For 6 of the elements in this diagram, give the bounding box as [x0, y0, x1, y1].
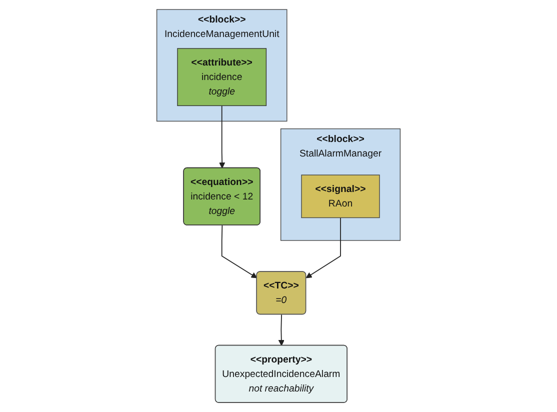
- arrow: [278, 314, 284, 346]
- node-box: <<signal>> RAon: [301, 174, 380, 218]
- arrow: [221, 224, 258, 278]
- arrow: [219, 105, 226, 168]
- arrow: [306, 217, 341, 278]
- node-box: <<attribute>> incidence toggle: [177, 48, 267, 106]
